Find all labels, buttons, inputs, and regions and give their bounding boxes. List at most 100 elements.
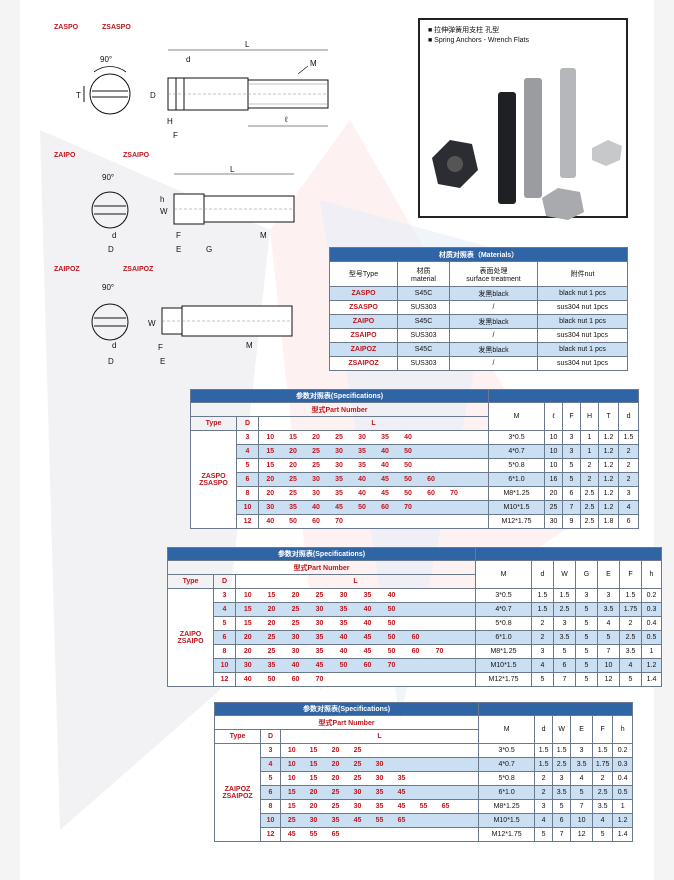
l-value — [427, 658, 452, 673]
l-value: 35 — [350, 444, 374, 459]
l-value — [403, 672, 428, 687]
photo-caption-cn: ■ 拉伸弹簧用支柱 孔型 — [428, 27, 500, 34]
l-value: 35 — [331, 602, 356, 617]
spec-value: 0.4 — [640, 616, 663, 631]
spec-value: M10*1.5 — [478, 813, 536, 828]
spec-value: 5 — [570, 785, 594, 800]
diagram-label-zaipoz: ZAIPOZ — [54, 266, 80, 273]
spec-value: 1.5 — [534, 743, 554, 758]
d-value: 8 — [236, 486, 259, 501]
l-value: 65 — [434, 799, 457, 814]
column-header: E — [570, 715, 594, 744]
l-value: 30 — [331, 588, 356, 603]
l-value: 50 — [379, 644, 404, 659]
l-value — [465, 458, 489, 473]
spec-value: 4 — [570, 771, 594, 786]
l-value: 45 — [327, 500, 351, 515]
type-name: ZSAIPOZ — [222, 792, 253, 800]
materials-header-material: 材质 material — [397, 261, 450, 287]
l-value: 35 — [373, 430, 397, 445]
l-value: 30 — [327, 458, 351, 473]
l-value: 25 — [327, 430, 351, 445]
spec-value: 3.5 — [619, 644, 642, 659]
d-value: 6 — [213, 630, 236, 645]
l-value — [442, 514, 466, 529]
l-value — [427, 602, 452, 617]
l-value: 40 — [331, 644, 356, 659]
spring-anchor-products — [432, 68, 622, 220]
spec-value: 10 — [570, 813, 594, 828]
l-value — [456, 813, 479, 828]
spec-value: 1.5 — [552, 743, 572, 758]
l-value: 55 — [412, 799, 435, 814]
type-name: ZAIPO — [179, 630, 202, 638]
spec-value: 5 — [592, 827, 614, 842]
spec-value: 6 — [562, 486, 581, 501]
l-value — [419, 430, 443, 445]
diagram-label-zsaipo: ZSAIPO — [123, 152, 150, 159]
column-header: d — [531, 560, 554, 589]
l-value — [396, 514, 420, 529]
l-value — [427, 630, 452, 645]
l-value — [465, 486, 489, 501]
spec-value: 1.2 — [640, 658, 663, 673]
l-value: 30 — [258, 500, 282, 515]
l-value: 70 — [442, 486, 466, 501]
materials-table: 材质对照表（Materials） 型号Type 材质 material 表面处理… — [328, 247, 629, 371]
spec-value: 7 — [562, 500, 581, 515]
spec-value: 3*0.5 — [488, 430, 545, 445]
spec-value: 3 — [562, 444, 581, 459]
l-value — [427, 672, 452, 687]
spec-value: 1.2 — [598, 430, 619, 445]
d-value: 4 — [236, 444, 259, 459]
spec-value: 5*0.8 — [488, 458, 545, 473]
header-spacer — [487, 389, 640, 403]
l-value — [412, 827, 435, 842]
diagram-zaipo: 90° L h W d D F E G M — [91, 165, 295, 254]
l-value — [412, 785, 435, 800]
spec-value: 1.75 — [592, 757, 614, 772]
l-value: 40 — [373, 458, 397, 473]
l-value — [434, 827, 457, 842]
type-header: Type — [167, 574, 214, 589]
l-value — [456, 757, 479, 772]
spec-value: 1.2 — [598, 472, 619, 487]
spec-value: 5*0.8 — [475, 616, 532, 631]
l-value — [456, 771, 479, 786]
l-value — [456, 799, 479, 814]
spec-value: M12*1.75 — [478, 827, 536, 842]
l-value: 15 — [235, 616, 260, 631]
dim-F: F — [158, 343, 163, 352]
d-value: 10 — [260, 813, 281, 828]
d-header: D — [260, 729, 281, 744]
d-value: 8 — [260, 799, 281, 814]
spec-value: 5 — [597, 630, 620, 645]
l-value: 25 — [283, 602, 308, 617]
l-value: 50 — [379, 630, 404, 645]
l-value: 30 — [327, 444, 351, 459]
diagram-label-zaipo: ZAIPO — [54, 152, 76, 159]
catalog-page: ZASPO ZSASPO 90° T L d D M H F ℓ ZAIPO Z… — [20, 0, 663, 880]
l-value — [403, 588, 428, 603]
l-value — [390, 757, 413, 772]
column-header: W — [552, 715, 572, 744]
l-value — [434, 743, 457, 758]
dim-E: E — [176, 245, 181, 254]
l-value: 60 — [419, 486, 443, 501]
l-value — [350, 514, 374, 529]
spec-value: 1.2 — [598, 500, 619, 515]
spec-value: 0.3 — [612, 757, 634, 772]
d-value: 6 — [260, 785, 281, 800]
spec-value: 2.5 — [552, 757, 572, 772]
spec-value: 3.5 — [592, 799, 614, 814]
l-header: L — [279, 729, 480, 744]
l-value: 60 — [283, 672, 308, 687]
spec-value: 1.2 — [598, 458, 619, 473]
dim-D: D — [108, 245, 114, 254]
